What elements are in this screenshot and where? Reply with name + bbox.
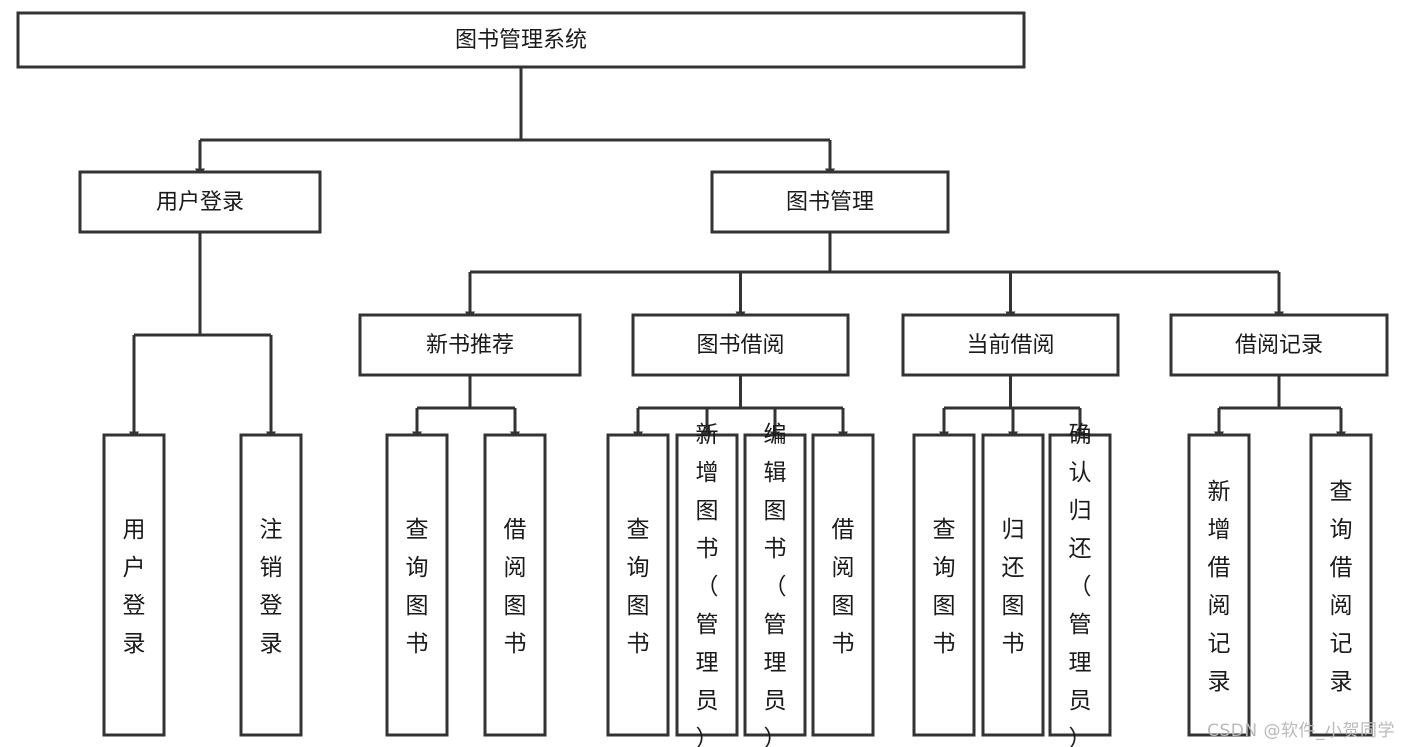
node-图书借阅[interactable]: 图书借阅	[631, 313, 850, 377]
node-归还图书[interactable]: 归还图书	[981, 433, 1045, 737]
node-box	[901, 313, 1120, 377]
node-box	[631, 313, 850, 377]
node-查询图书[interactable]: 查询图书	[606, 433, 670, 737]
node-label: 查询图书	[627, 517, 650, 657]
node-label: 用户登录	[123, 517, 146, 657]
node-图书管理[interactable]: 图书管理	[710, 170, 950, 234]
node-box	[606, 433, 670, 737]
node-当前借阅[interactable]: 当前借阅	[901, 313, 1120, 377]
node-label: 归还图书	[1002, 517, 1025, 657]
node-label: 查询借阅记录	[1330, 479, 1353, 695]
node-图书管理系统[interactable]: 图书管理系统	[16, 11, 1026, 69]
node-查询图书[interactable]: 查询图书	[912, 433, 976, 737]
node-用户登录[interactable]: 用户登录	[78, 170, 322, 234]
node-新增图书管理员[interactable]: 新增图书（管理员）	[675, 422, 739, 747]
node-box	[358, 313, 582, 377]
node-box	[1169, 313, 1389, 377]
node-box	[16, 11, 1026, 69]
node-label: 查询图书	[406, 517, 429, 657]
node-layer: 用户登录图书管理新书推荐图书借阅当前借阅借阅记录用户登录注销登录查询图书借阅图书…	[16, 11, 1389, 747]
node-box	[675, 433, 739, 737]
node-用户登录[interactable]: 用户登录	[102, 433, 166, 737]
node-查询借阅记录[interactable]: 查询借阅记录	[1309, 433, 1373, 737]
node-box	[912, 433, 976, 737]
node-label: 查询图书	[933, 517, 956, 657]
node-编辑图书管理员[interactable]: 编辑图书（管理员）	[743, 422, 807, 747]
node-label: 新增图书（管理员）	[696, 422, 719, 747]
node-label: 确认归还（管理员）	[1069, 422, 1092, 747]
node-box	[811, 433, 875, 737]
node-box	[102, 433, 166, 737]
node-box	[239, 433, 303, 737]
node-label: 图书管理	[786, 190, 874, 215]
node-label: 新增借阅记录	[1208, 479, 1231, 695]
node-label: 图书借阅	[696, 333, 784, 358]
node-label: 新书推荐	[426, 333, 514, 358]
node-借阅图书[interactable]: 借阅图书	[811, 433, 875, 737]
node-借阅图书[interactable]: 借阅图书	[483, 433, 547, 737]
node-注销登录[interactable]: 注销登录	[239, 433, 303, 737]
node-box	[1187, 433, 1251, 737]
node-label: 借阅图书	[504, 517, 527, 657]
node-借阅记录[interactable]: 借阅记录	[1169, 313, 1389, 377]
node-label: 借阅记录	[1235, 333, 1323, 358]
node-label: 当前借阅	[966, 333, 1054, 358]
node-label: 编辑图书（管理员）	[764, 422, 787, 747]
node-label: 注销登录	[260, 517, 283, 657]
node-label: 借阅图书	[832, 517, 855, 657]
node-box	[1309, 433, 1373, 737]
node-box	[78, 170, 322, 234]
node-box	[483, 433, 547, 737]
node-box	[385, 433, 449, 737]
node-box	[710, 170, 950, 234]
node-box	[981, 433, 1045, 737]
node-label: 图书管理系统	[455, 28, 587, 53]
node-label: 用户登录	[156, 190, 244, 215]
node-box	[1048, 433, 1112, 737]
node-新增借阅记录[interactable]: 新增借阅记录	[1187, 433, 1251, 737]
node-查询图书[interactable]: 查询图书	[385, 433, 449, 737]
node-box	[743, 433, 807, 737]
node-新书推荐[interactable]: 新书推荐	[358, 313, 582, 377]
node-确认归还管理员[interactable]: 确认归还（管理员）	[1048, 422, 1112, 747]
connector-layer	[129, 67, 1346, 441]
